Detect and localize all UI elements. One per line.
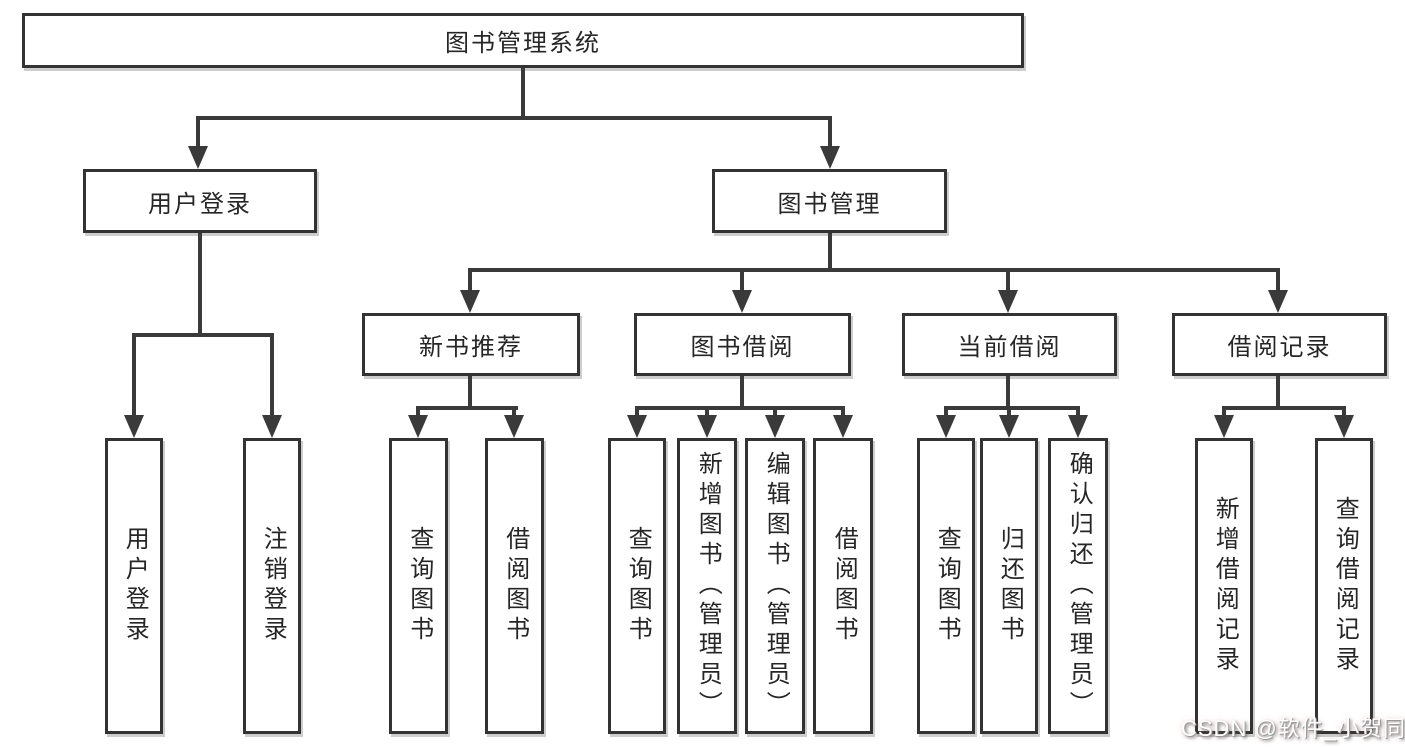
node-user-login: 用户登录: [83, 169, 317, 233]
leaf-logout: 注销登录: [243, 438, 301, 734]
arrowhead-down: [124, 415, 144, 438]
node-book-management: 图书管理: [712, 169, 947, 233]
arrowhead-down: [262, 415, 282, 438]
connector-line: [196, 116, 832, 120]
node-book-borrowing: 图书借阅: [634, 313, 851, 376]
connector-line: [521, 68, 525, 120]
arrowhead-down: [504, 415, 524, 438]
leaf-return-books: 归还图书: [980, 438, 1038, 734]
connector-line: [1276, 268, 1280, 293]
connector-line: [468, 268, 1280, 272]
arrowhead-down: [627, 415, 647, 438]
connector-line: [196, 116, 200, 150]
connector-line: [132, 333, 136, 418]
csdn-watermark: CSDN @软件_小贺同学: [1181, 716, 1405, 741]
connector-line: [468, 376, 472, 410]
connector-line: [1342, 406, 1346, 419]
connector-line: [944, 406, 1080, 410]
connector-line: [198, 233, 202, 337]
arrowhead-down: [460, 290, 480, 313]
connector-line: [1076, 406, 1080, 419]
leaf-borrow-books-recommend: 借阅图书: [485, 438, 544, 734]
arrowhead-down: [999, 415, 1019, 438]
node-root-library-management-system: 图书管理系统: [22, 13, 1024, 68]
leaf-query-books-current: 查询图书: [917, 438, 975, 734]
connector-line: [132, 333, 274, 337]
arrowhead-down: [820, 146, 840, 169]
arrowhead-down: [765, 415, 785, 438]
node-borrowing-records: 借阅记录: [1172, 313, 1387, 376]
node-current-borrowing: 当前借阅: [902, 313, 1117, 376]
leaf-edit-book-admin: 编辑图书（管理员）: [745, 438, 805, 734]
leaf-query-books-recommend: 查询图书: [389, 438, 448, 734]
arrowhead-down: [188, 146, 208, 169]
arrowhead-down: [936, 415, 956, 438]
arrowhead-down: [1068, 415, 1088, 438]
leaf-query-borrow-record: 查询借阅记录: [1315, 438, 1373, 734]
arrowhead-down: [1334, 415, 1354, 438]
leaf-add-borrow-record: 新增借阅记录: [1195, 438, 1253, 734]
connector-line: [944, 406, 948, 419]
connector-line: [635, 406, 845, 410]
connector-line: [1007, 406, 1011, 419]
connector-line: [740, 376, 744, 410]
arrowhead-down: [1268, 290, 1288, 313]
connector-line: [841, 406, 845, 419]
node-new-book-recommendation: 新书推荐: [362, 313, 580, 376]
arrowhead-down: [732, 290, 752, 313]
connector-line: [416, 406, 518, 410]
arrowhead-down: [1214, 415, 1234, 438]
connector-line: [828, 116, 832, 150]
connector-line: [773, 406, 777, 419]
leaf-user-login: 用户登录: [105, 438, 163, 734]
connector-line: [1222, 406, 1346, 410]
connector-line: [1006, 268, 1010, 293]
connector-line: [1006, 376, 1010, 410]
arrowhead-down: [833, 415, 853, 438]
leaf-add-book-admin: 新增图书（管理员）: [677, 438, 737, 734]
arrowhead-down: [408, 415, 428, 438]
connector-line: [270, 333, 274, 418]
connector-line: [1276, 376, 1280, 410]
connector-line: [1222, 406, 1226, 419]
connector-line: [512, 406, 516, 419]
connector-line: [828, 233, 832, 272]
connector-line: [416, 406, 420, 419]
leaf-query-books-borrowing: 查询图书: [608, 438, 666, 734]
connector-line: [705, 406, 709, 419]
leaf-borrow-books: 借阅图书: [813, 438, 873, 734]
arrowhead-down: [998, 290, 1018, 313]
connector-line: [740, 268, 744, 293]
arrowhead-down: [697, 415, 717, 438]
leaf-confirm-return-admin: 确认归还（管理员）: [1048, 438, 1108, 734]
connector-line: [635, 406, 639, 419]
connector-line: [468, 268, 472, 293]
